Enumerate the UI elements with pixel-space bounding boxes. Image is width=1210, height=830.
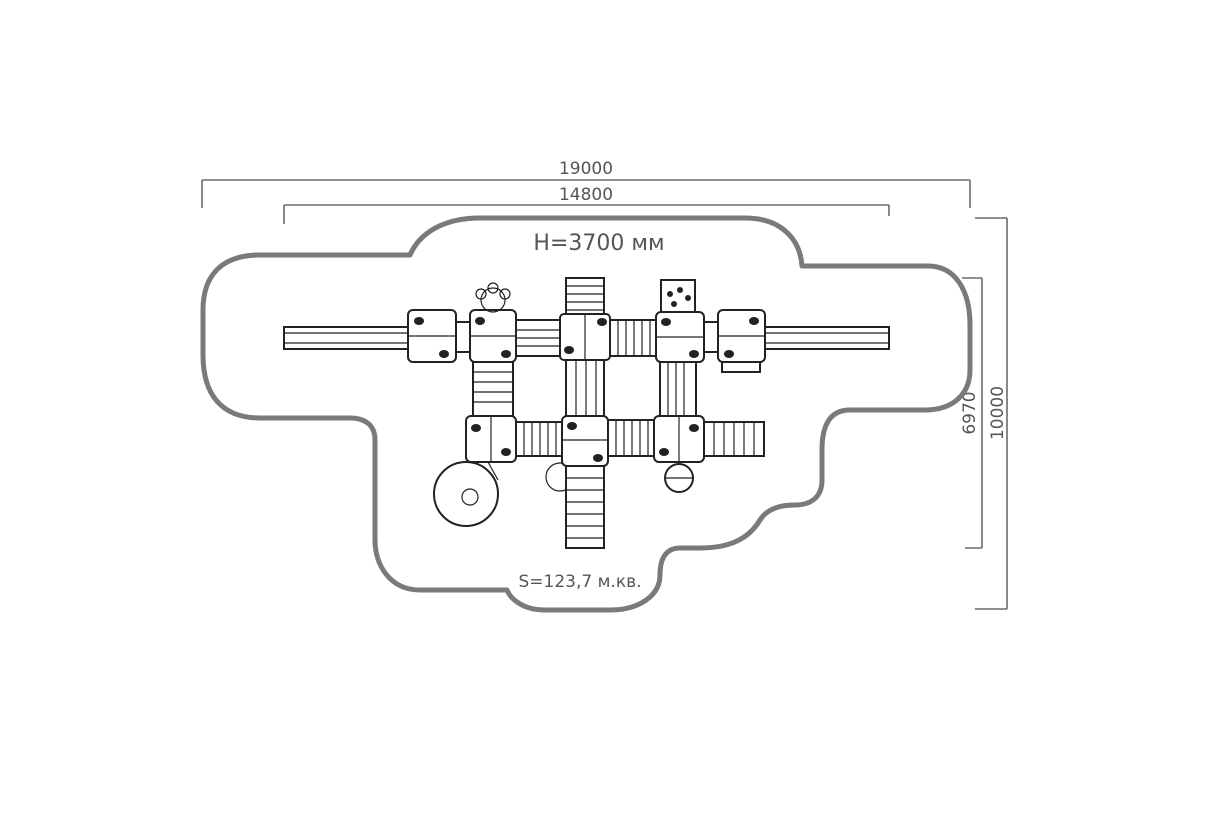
bridge-lower-1 bbox=[515, 421, 563, 457]
dim-label-10000: 10000 bbox=[988, 386, 1008, 440]
area-label: S=123,7 м.кв. bbox=[518, 572, 641, 592]
round-window-lower-right bbox=[664, 463, 694, 493]
dim-label-6970: 6970 bbox=[960, 391, 980, 434]
ladder-top bbox=[565, 277, 605, 315]
tower-upper-2 bbox=[469, 309, 517, 363]
connector-1 bbox=[455, 321, 471, 353]
safety-zone-outline bbox=[200, 215, 973, 613]
tower-upper-3 bbox=[559, 313, 611, 361]
height-label: H=3700 мм bbox=[533, 231, 664, 256]
tower-upper-1 bbox=[407, 309, 457, 363]
climbing-wall-top bbox=[660, 279, 696, 313]
dim-label-14800: 14800 bbox=[559, 185, 613, 205]
tower-upper-5 bbox=[717, 309, 766, 373]
stairs-left bbox=[472, 361, 514, 417]
dimension-overall-width: 19000 bbox=[201, 159, 971, 208]
stairs-center bbox=[565, 359, 605, 417]
dimension-equipment-width: 14800 bbox=[283, 185, 890, 224]
ladder-bottom bbox=[565, 465, 605, 549]
left-long-bar bbox=[283, 326, 410, 350]
stairs-right bbox=[659, 361, 697, 417]
connector-2 bbox=[703, 321, 719, 353]
tower-lower-3 bbox=[653, 415, 705, 463]
bridge-upper-1 bbox=[515, 319, 561, 357]
stairs-lower-right bbox=[703, 421, 765, 457]
dim-label-19000: 19000 bbox=[559, 159, 613, 179]
bridge-upper-2 bbox=[609, 319, 657, 357]
dimension-equipment-depth: 6970 bbox=[960, 277, 983, 549]
bridge-lower-2 bbox=[607, 419, 655, 457]
tower-upper-4 bbox=[655, 311, 705, 363]
equipment-top-view bbox=[283, 277, 890, 549]
dimension-overall-depth: 10000 bbox=[975, 217, 1008, 610]
steering-wheel-panel bbox=[475, 282, 511, 313]
tower-lower-2 bbox=[561, 415, 609, 467]
tower-lower-1 bbox=[465, 415, 517, 463]
spiral-slide bbox=[433, 461, 499, 527]
right-long-bar bbox=[764, 326, 890, 350]
